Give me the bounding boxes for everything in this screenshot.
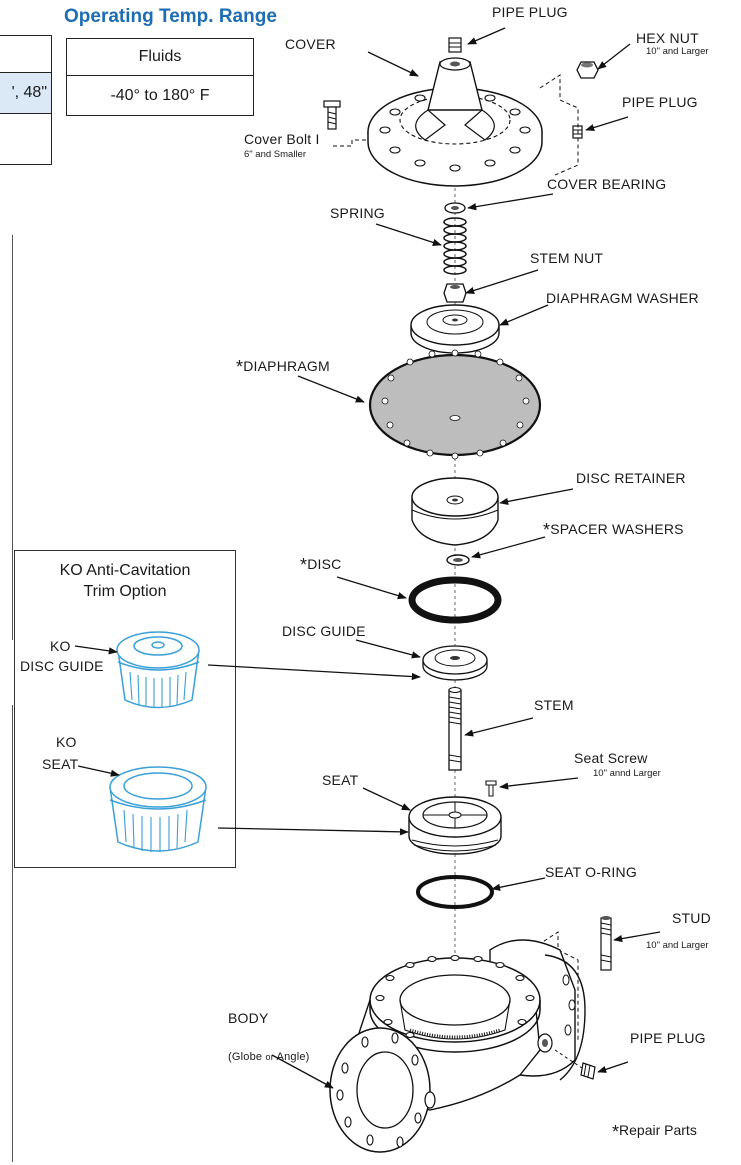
- label-ko-seat-a: KO: [56, 734, 77, 750]
- label-stud-note: 10" and Larger: [646, 940, 709, 951]
- cover-bolt-part: [323, 100, 341, 130]
- label-pipe-plug-right: PIPE PLUG: [622, 94, 698, 110]
- arrow-cover: [367, 51, 419, 77]
- label-diaphragm: *DIAPHRAGM: [236, 357, 330, 377]
- label-cover-bolt: Cover Bolt I: [244, 131, 320, 147]
- spacer-washers-part: [446, 554, 470, 566]
- arrow-ko-seat: [77, 765, 120, 777]
- ko-option-box: [14, 550, 236, 868]
- diaphragm-washer-part: [410, 304, 500, 354]
- left-spec-table: ', 48": [0, 35, 52, 165]
- arrow-seat: [362, 787, 411, 811]
- left-border-line-lower: [12, 705, 13, 1162]
- ko-seat-part: [109, 766, 207, 852]
- left-border-line-upper: [12, 235, 13, 640]
- diaphragm-asterisk: *: [236, 357, 244, 377]
- label-disc-guide: DISC GUIDE: [282, 623, 366, 639]
- cover-stud-dashline: [539, 74, 579, 176]
- label-stem: STEM: [534, 697, 574, 713]
- label-ko-disc-guide-b: DISC GUIDE: [20, 658, 104, 674]
- label-disc-retainer: DISC RETAINER: [576, 470, 686, 486]
- stem-nut-part: [443, 283, 467, 303]
- label-body-note: (Globe or Angle): [228, 1051, 310, 1063]
- arrow-pipe-plug-top: [467, 27, 506, 45]
- label-cover: COVER: [285, 36, 336, 52]
- arrow-seat-screw: [499, 777, 579, 790]
- hex-nut-part: [576, 61, 599, 79]
- label-seat-screw: Seat Screw: [574, 750, 648, 766]
- repair-asterisk: *: [612, 1122, 620, 1142]
- ko-title-line2: Trim Option: [83, 583, 167, 600]
- disc-part: [408, 576, 502, 624]
- arrow-pipe-plug-body: [597, 1061, 629, 1073]
- arrow-stem: [464, 717, 534, 737]
- stem-part: [448, 687, 462, 771]
- arrow-hex-nut: [597, 43, 631, 70]
- cover-bearing-part: [444, 202, 466, 214]
- arrow-diaphragm-washer: [499, 304, 549, 326]
- left-spec-size-cell: ', 48": [0, 73, 51, 114]
- arrow-disc-retainer: [499, 488, 574, 506]
- disc-guide-part: [422, 645, 488, 681]
- stud-dashline: [537, 931, 579, 1040]
- temp-range-table: Fluids -40° to 180° F: [66, 38, 254, 116]
- temp-col-header: Fluids: [67, 39, 253, 76]
- body-part: [329, 939, 586, 1153]
- label-spacer-washers: *SPACER WASHERS: [543, 520, 684, 540]
- label-seat-screw-note: 10" annd Larger: [593, 768, 661, 779]
- label-seat-oring: SEAT O-RING: [545, 864, 637, 880]
- temp-col-value: -40° to 180° F: [110, 87, 210, 104]
- repair-parts-note: *Repair Parts: [612, 1122, 697, 1142]
- label-ko-seat-b: SEAT: [42, 756, 79, 772]
- arrow-pipe-plug-right: [585, 116, 629, 132]
- arrow-spacer-washers: [471, 536, 546, 559]
- arrow-body: [271, 1054, 334, 1089]
- seat-screw-part: [485, 780, 497, 797]
- disc-asterisk: *: [300, 555, 308, 575]
- label-diaphragm-washer: DIAPHRAGM WASHER: [546, 290, 699, 306]
- label-hex-nut: HEX NUT: [636, 30, 699, 46]
- label-body: BODY: [228, 1010, 269, 1026]
- label-stem-nut: STEM NUT: [530, 250, 604, 266]
- arrow-seat-oring: [491, 877, 546, 891]
- label-cover-bolt-note: 6" and Smaller: [244, 149, 306, 160]
- pipe-plug-top-part: [448, 37, 462, 53]
- diaphragm-part: [368, 349, 542, 460]
- arrow-ko-disc-guide: [74, 645, 118, 655]
- seat-part: [408, 796, 502, 855]
- ko-option-title: KO Anti-Cavitation Trim Option: [14, 560, 236, 602]
- ko-title-line1: KO Anti-Cavitation: [59, 562, 191, 579]
- arrow-spring: [375, 223, 442, 246]
- label-seat: SEAT: [322, 772, 359, 788]
- disc-retainer-part: [411, 477, 499, 546]
- label-pipe-plug-top: PIPE PLUG: [492, 4, 568, 20]
- label-spring: SPRING: [330, 205, 385, 221]
- arrow-diaphragm: [297, 375, 365, 403]
- arrow-disc-guide: [355, 639, 421, 659]
- label-pipe-plug-body: PIPE PLUG: [630, 1030, 706, 1046]
- pipe-plug-body-part: [580, 1062, 596, 1080]
- arrow-ko-to-disc-guide: [207, 664, 421, 681]
- stud-part: [600, 916, 612, 971]
- spacer-asterisk: *: [543, 520, 551, 540]
- label-disc: *DISC: [300, 555, 342, 575]
- cover-part: [367, 57, 543, 187]
- arrow-stud: [613, 931, 661, 943]
- label-ko-disc-guide-a: KO: [50, 638, 71, 654]
- cover-bolt-dashline: [333, 139, 368, 147]
- ko-disc-guide-part: [116, 631, 200, 709]
- arrow-ko-to-seat: [217, 827, 409, 836]
- left-spec-header-cell: [0, 36, 51, 73]
- label-stud: STUD: [672, 910, 711, 926]
- arrow-stem-nut: [465, 269, 539, 294]
- arrow-cover-bearing: [467, 193, 554, 211]
- seat-oring-part: [416, 875, 494, 909]
- spring-part: [443, 217, 467, 275]
- label-hex-nut-note: 10" and Larger: [646, 46, 709, 57]
- arrow-disc: [336, 576, 407, 600]
- label-cover-bearing: COVER BEARING: [547, 176, 667, 192]
- temp-range-title: Operating Temp. Range: [64, 6, 277, 27]
